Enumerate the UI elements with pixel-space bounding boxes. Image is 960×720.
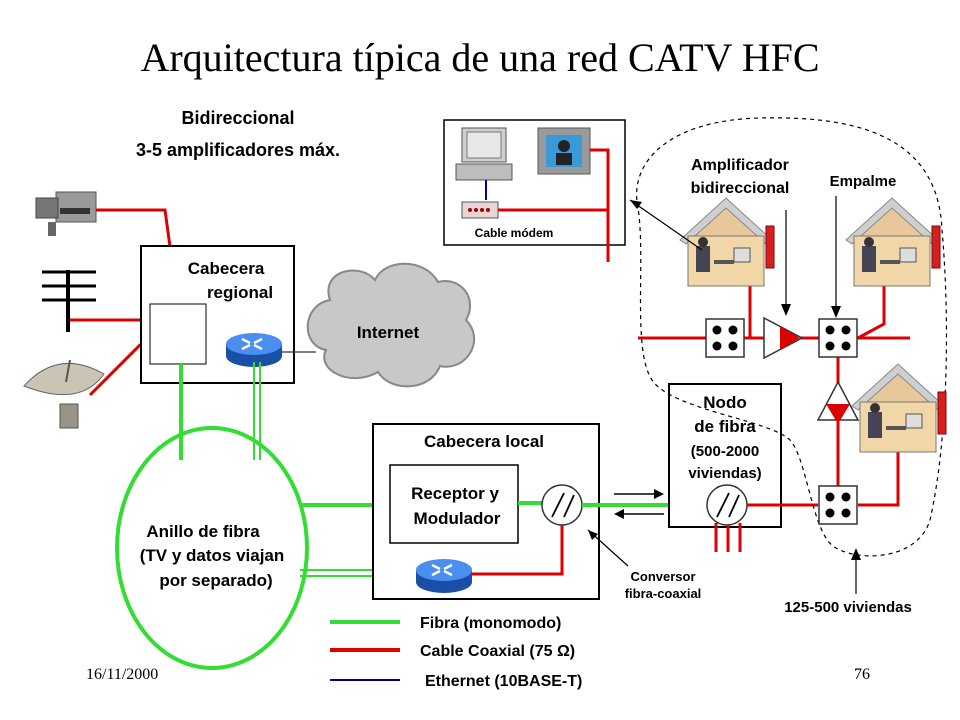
conversor-label-2: fibra-coaxial	[625, 586, 702, 601]
house-3-icon	[851, 363, 947, 453]
cabecera-regional-label-1: Cabecera	[188, 259, 265, 278]
house-to-modem-pointer	[629, 199, 703, 251]
nodo-label-4: viviendas)	[688, 465, 761, 482]
cable-modem-icon	[461, 201, 499, 219]
cabecera-regional-inner	[149, 303, 207, 365]
cabecera-regional-label-2: regional	[207, 283, 273, 302]
converter-local-icon	[541, 484, 583, 526]
viviendas-label: 125-500 viviendas	[784, 599, 912, 616]
footer-page-number: 76	[854, 666, 870, 683]
cable-modem-label: Cable módem	[475, 226, 554, 240]
converter-nodo-icon	[706, 484, 748, 526]
router-local-icon	[414, 557, 474, 595]
service-area-boundary	[636, 117, 948, 557]
coax-tv-line	[590, 148, 610, 262]
anillo-label-1: Anillo de fibra	[146, 522, 260, 541]
receptor-label-1: Receptor y	[411, 484, 499, 503]
legend-fibra-label: Fibra (monomodo)	[420, 615, 561, 632]
slide-title: Arquitectura típica de una red CATV HFC	[140, 35, 820, 80]
coax-converter-router	[472, 525, 564, 576]
amplificador-label-1: Amplificador	[691, 157, 789, 174]
house-2-icon	[845, 197, 941, 287]
bidireccional-label: Bidireccional	[181, 108, 294, 128]
empalme-2-icon	[818, 318, 858, 358]
cabecera-local-label: Cabecera local	[424, 432, 544, 451]
receptor-label-2: Modulador	[414, 509, 501, 528]
legend-ethernet-label: Ethernet (10BASE-T)	[425, 673, 582, 690]
amplificador-horizontal-icon	[763, 316, 804, 360]
internet-cloud: Internet	[306, 262, 476, 388]
antenna-icon	[42, 270, 96, 332]
empalme-3-icon	[818, 485, 858, 525]
arrow-right-icon	[614, 489, 664, 499]
camera-icon	[35, 191, 97, 236]
amplificador-label-2: bidireccional	[691, 180, 790, 197]
legend-coaxial-label: Cable Coaxial (75 Ω)	[420, 643, 575, 660]
arrow-left-icon	[614, 509, 664, 519]
satellite-dish-icon	[23, 359, 105, 429]
coax-house3-drop	[858, 452, 900, 507]
computer-icon	[455, 127, 513, 200]
tv-icon	[537, 127, 591, 175]
nodo-label-2: de fibra	[694, 417, 756, 436]
amplificador-vertical-icon	[816, 380, 860, 424]
amplificadores-label: 3-5 amplificadores máx.	[136, 140, 340, 160]
anillo-label-2: (TV y datos viajan	[140, 546, 285, 565]
nodo-label-3: (500-2000	[691, 443, 759, 460]
house-1-icon	[679, 197, 775, 287]
coax-house2-drop	[857, 286, 886, 340]
empalme-label: Empalme	[830, 173, 897, 190]
empalme-1-icon	[705, 318, 745, 358]
nodo-label-1: Nodo	[703, 393, 746, 412]
anillo-label-3: por separado)	[159, 571, 272, 590]
receptor-modulador-box	[389, 464, 519, 544]
router-icon	[224, 331, 284, 369]
anillo-fibra-ring	[115, 426, 309, 670]
internet-label: Internet	[357, 323, 420, 342]
footer-date: 16/11/2000	[86, 666, 158, 683]
conversor-label-1: Conversor	[630, 569, 695, 584]
